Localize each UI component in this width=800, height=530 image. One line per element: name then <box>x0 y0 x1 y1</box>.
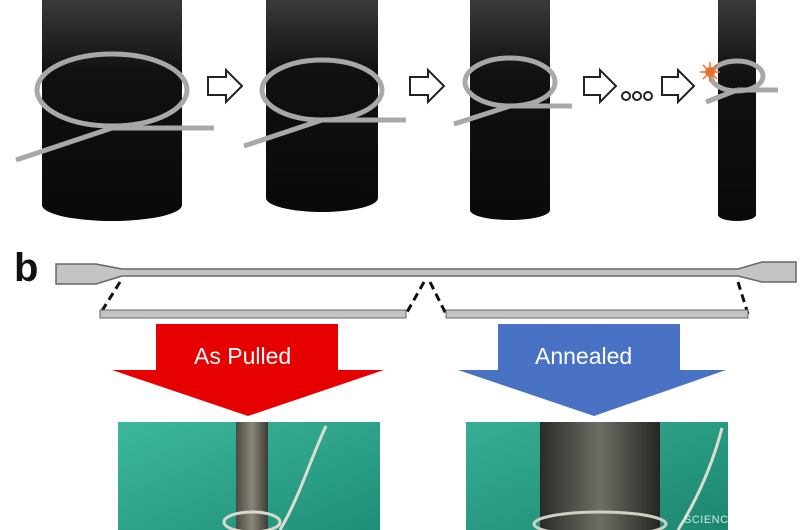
spark-icon <box>700 62 720 82</box>
wire-lead <box>705 87 738 105</box>
step-arrow-icon <box>661 67 696 105</box>
winding-step-2 <box>243 0 406 212</box>
wire-lead <box>243 117 323 149</box>
step-arrow-icon <box>207 67 244 105</box>
gauge-section-left <box>98 281 426 319</box>
step-arrow-icon <box>409 67 446 105</box>
mandrel-rod <box>42 0 182 205</box>
mandrel-rod-base <box>266 184 378 212</box>
gauge-section-right <box>428 281 750 319</box>
as-pulled-photo <box>118 422 380 530</box>
mandrel-rod-base <box>42 189 182 221</box>
annealed-arrow <box>458 324 726 416</box>
winding-step-1 <box>15 0 214 221</box>
ellipsis-icon <box>621 91 653 101</box>
tensile-specimen <box>55 261 797 285</box>
mandrel-rod <box>718 0 756 215</box>
winding-step-final <box>700 0 778 221</box>
watermark: SCIENCEAQ.COM <box>683 514 784 526</box>
winding-step-3 <box>453 0 572 220</box>
mandrel-rod <box>266 0 378 198</box>
wire-lead <box>453 103 511 127</box>
wire-lead <box>15 125 113 163</box>
step-arrow-icon <box>583 67 618 105</box>
mandrel-rod-base <box>718 209 756 221</box>
as-pulled-arrow <box>112 324 384 416</box>
mandrel-rod-base <box>470 200 550 220</box>
as-pulled-label: As Pulled <box>194 343 292 369</box>
panel-b-label: b <box>14 246 39 290</box>
annealed-label: Annealed <box>535 343 633 369</box>
annealed-photo <box>466 422 728 530</box>
